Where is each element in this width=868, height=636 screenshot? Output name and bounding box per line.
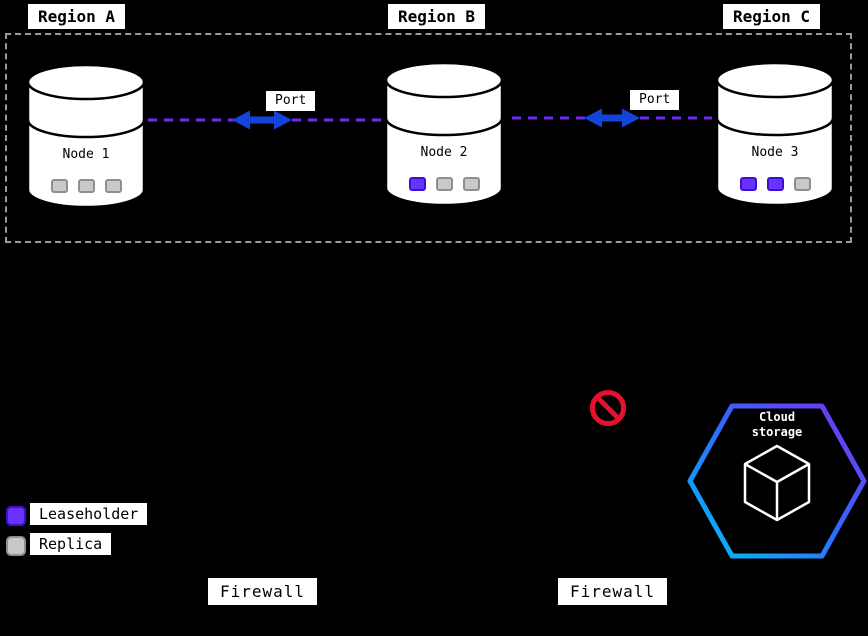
port-label-1: Port	[266, 91, 316, 111]
firewall-label-1: Firewall	[208, 578, 318, 606]
leaseholder-square	[408, 177, 426, 191]
node-1: Node 1	[24, 62, 148, 210]
region-c-label: Region C	[723, 4, 821, 30]
leaseholder-square	[766, 177, 784, 191]
node-label: Node 2	[420, 145, 468, 160]
firewall-label-2: Firewall	[558, 578, 668, 606]
replica-squares-row	[382, 177, 506, 191]
port-label-2: Port	[630, 90, 680, 110]
legend-replica-label: Replica	[30, 533, 112, 555]
node-label: Node 1	[62, 147, 110, 162]
prohibition-icon	[590, 390, 626, 426]
region-b-label: Region B	[388, 4, 486, 30]
replica-square	[435, 177, 453, 191]
node1-node2-link	[148, 110, 382, 130]
region-a-label: Region A	[28, 4, 126, 30]
replica-squares-row	[713, 177, 837, 191]
cloud-storage-hexagon	[687, 403, 867, 559]
cloud-storage-label: Cloud storage	[751, 410, 803, 439]
database-cylinder-icon	[384, 61, 504, 207]
node2-node3-link	[512, 108, 712, 128]
port-arrow-icon	[232, 110, 292, 130]
port-arrow-icon	[584, 108, 640, 128]
replica-square	[462, 177, 480, 191]
legend-replica-swatch	[6, 536, 26, 556]
node-2: Node 2	[382, 60, 506, 208]
legend-leaseholder-swatch	[6, 506, 26, 526]
replica-square	[50, 179, 68, 193]
replica-square	[793, 177, 811, 191]
replica-squares-row	[24, 179, 148, 193]
legend-leaseholder-label: Leaseholder	[30, 503, 148, 525]
database-cylinder-icon	[715, 61, 835, 207]
replica-square	[77, 179, 95, 193]
leaseholder-square	[739, 177, 757, 191]
cube-icon	[743, 444, 811, 522]
replica-square	[104, 179, 122, 193]
cluster-boundary-box	[5, 33, 852, 243]
node-3: Node 3	[713, 60, 837, 208]
node-label: Node 3	[751, 145, 799, 160]
database-cylinder-icon	[26, 63, 146, 209]
